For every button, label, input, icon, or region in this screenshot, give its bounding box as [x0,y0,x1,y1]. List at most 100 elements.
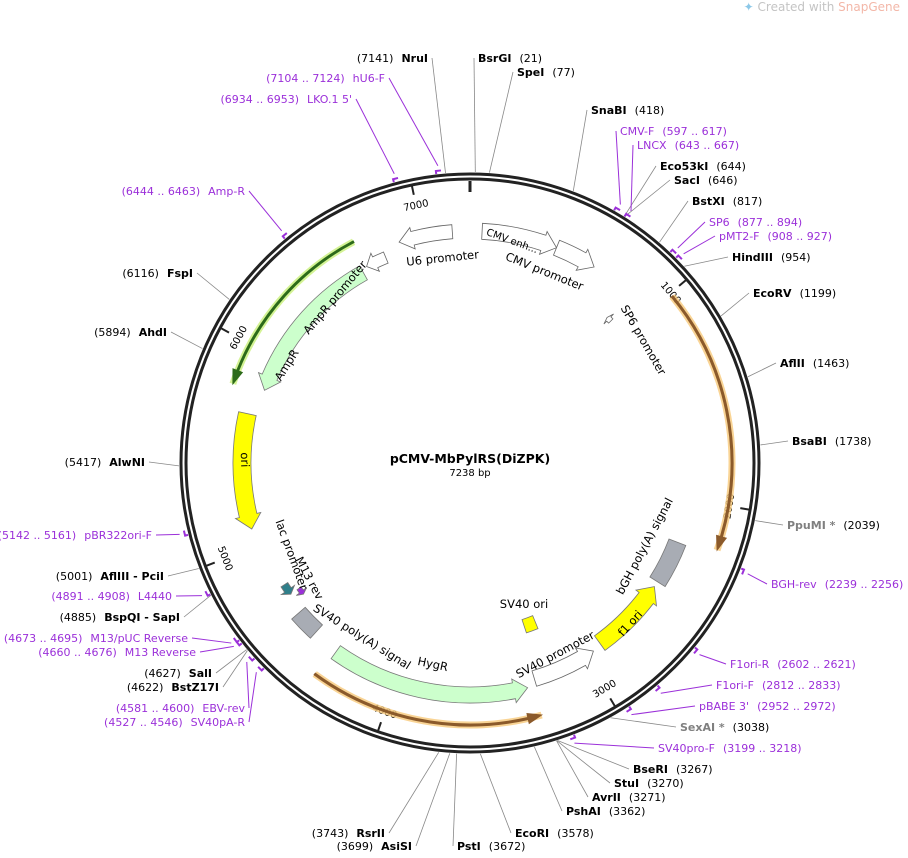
primer-site[interactable]: SP6(877 .. 894) [709,216,802,229]
enzyme-site[interactable]: SexAI *(3038) [680,721,769,734]
primer-site[interactable]: SV40pro-F(3199 .. 3218) [658,742,802,755]
feature-cmv-promoter-arrow[interactable] [552,239,595,271]
enzyme-site[interactable]: SpeI(77) [517,66,575,79]
primer-leader-line [574,742,655,749]
primer-site[interactable]: pBABE 3'(2952 .. 2972) [699,700,836,713]
enzyme-position: (644) [716,160,746,173]
enzyme-site[interactable]: BsrGI(21) [478,52,542,65]
enzyme-name: EcoRI [515,827,549,840]
enzyme-position: (3578) [557,827,594,840]
feature-sv40-poly-a-signal-arrow[interactable] [291,606,324,639]
primer-site[interactable]: (7104 .. 7124)hU6-F [266,72,385,85]
feature-u6-promoter-arrow[interactable] [398,224,454,250]
enzyme-position: (6116) [122,267,159,280]
feature-m13-rev-arrow[interactable] [296,586,307,596]
enzyme-name: SalI [189,667,212,680]
feature-hygr-arrow[interactable] [330,645,529,704]
feature-bgh-poly-a-signal-arrow[interactable] [649,538,687,588]
primer-site[interactable]: (5142 .. 5161)pBR322ori-F [0,529,152,542]
svg-text:PstI(3672): PstI(3672) [457,840,525,853]
primer-site[interactable]: (4660 .. 4676)M13 Reverse [38,646,196,659]
feature-ampr-arrow[interactable] [257,265,368,391]
primer-site[interactable]: (6934 .. 6953)LKO.1 5' [220,93,352,106]
primer-site[interactable]: F1ori-R(2602 .. 2621) [730,658,856,671]
watermark: ✦ Created with SnapGene [744,0,900,14]
feature-hygr-orf-arrow[interactable] [313,672,544,727]
enzyme-site[interactable]: PpuMI *(2039) [787,519,880,532]
enzyme-site[interactable]: SnaBI(418) [591,104,664,117]
enzyme-site[interactable]: PshAI(3362) [566,805,645,818]
watermark-brand: SnapGene [838,0,900,14]
enzyme-site[interactable]: StuI(3270) [614,777,684,790]
enzyme-site[interactable]: (5894)AhdI [94,326,167,339]
primer-site[interactable]: BGH-rev(2239 .. 2256) [771,578,903,591]
primer-site[interactable]: (4527 .. 4546)SV40pA-R [104,716,245,729]
primer-site[interactable]: (4673 .. 4695)M13/pUC Reverse [4,632,188,645]
primer-site[interactable]: LNCX(643 .. 667) [637,139,739,152]
primer-range: (2602 .. 2621) [777,658,856,671]
enzyme-site[interactable]: (6116)FspI [122,267,193,280]
primer-leader-line [155,533,180,536]
svg-text:pBABE 3'(2952 .. 2972): pBABE 3'(2952 .. 2972) [699,700,836,713]
svg-text:(4581 .. 4600)EBV-rev: (4581 .. 4600)EBV-rev [116,702,246,715]
enzyme-name: PpuMI * [787,519,836,532]
enzyme-position: (3699) [337,840,374,853]
feature-sv40-promoter-arrow[interactable] [531,647,594,687]
svg-text:(4673 .. 4695)M13/pUC Reverse: (4673 .. 4695)M13/pUC Reverse [4,632,188,645]
svg-text:AflII(1463): AflII(1463) [780,357,849,370]
backbone-inner-strand [184,177,756,749]
enzyme-site[interactable]: BseRI(3267) [633,763,713,776]
enzyme-position: (3362) [609,805,646,818]
enzyme-site[interactable]: EcoRV(1199) [753,287,836,300]
enzyme-site[interactable]: AflII(1463) [780,357,849,370]
enzyme-site[interactable]: AvrII(3271) [592,791,665,804]
enzyme-leader-line [659,200,689,243]
enzyme-site[interactable]: (4627)SalI [144,667,212,680]
primer-leader-line [677,221,706,249]
primer-range: (597 .. 617) [662,125,727,138]
enzyme-name: SacI [674,174,700,187]
enzyme-site[interactable]: (5001)AflIII - PciI [56,570,164,583]
enzyme-site[interactable]: BstXI(817) [692,195,762,208]
enzyme-site[interactable]: PstI(3672) [457,840,525,853]
enzyme-site[interactable]: EcoRI (3578) [515,827,594,840]
plasmid-name: pCMV-MbPylRS(DiZPK) [390,451,550,466]
enzyme-position: (3270) [647,777,684,790]
primer-binding-mark [740,567,746,575]
svg-text:F1ori-F(2812 .. 2833): F1ori-F(2812 .. 2833) [716,679,841,692]
primer-site[interactable]: (4581 .. 4600)EBV-rev [116,702,246,715]
enzyme-position: (418) [635,104,665,117]
feature-ori-arrow[interactable] [232,411,262,530]
enzyme-site[interactable]: SacI(646) [674,174,738,187]
enzyme-site[interactable]: (3743)RsrII [312,827,385,840]
primer-site[interactable]: pMT2-F(908 .. 927) [719,230,832,243]
enzyme-leader-line [760,440,789,446]
enzyme-site[interactable]: BsaBI(1738) [792,435,871,448]
feature-sp6-promoter-arrow[interactable] [603,313,614,325]
feature-f1-ori-arrow[interactable] [593,586,657,651]
enzyme-site[interactable]: (7141)NruI [357,52,428,65]
primer-site[interactable]: CMV-F(597 .. 617) [620,125,727,138]
enzyme-leader-line [196,272,230,300]
feature-mbpylrs-orf-arrow[interactable] [670,295,734,552]
enzyme-site[interactable]: (3699)AsiSI [337,840,412,853]
primer-name: LNCX [637,139,667,152]
feature-sv40-ori-arrow[interactable] [521,615,539,634]
primer-site[interactable]: F1ori-F(2812 .. 2833) [716,679,841,692]
primer-site[interactable]: (4891 .. 4908)L4440 [51,590,172,603]
enzyme-site[interactable]: (4885)BspQI - SapI [60,611,180,624]
enzyme-site[interactable]: (4622)BstZ17I [127,681,219,694]
enzyme-site[interactable]: HindIII(954) [732,251,811,264]
enzyme-site[interactable]: (5417)AlwNI [65,456,145,469]
feature-ampr-promoter-arrow[interactable] [366,251,389,273]
enzyme-site[interactable]: Eco53kI(644) [660,160,746,173]
feature-ampr-orf-arrow[interactable] [232,240,355,386]
tick-mark [377,721,382,731]
enzyme-position: (3743) [312,827,349,840]
primer-site[interactable]: (6444 .. 6463)Amp-R [122,185,246,198]
primer-name: SP6 [709,216,730,229]
feature-lac-promoter-arrow[interactable] [279,581,296,596]
svg-text:(5001)AflIII - PciI: (5001)AflIII - PciI [56,570,164,583]
